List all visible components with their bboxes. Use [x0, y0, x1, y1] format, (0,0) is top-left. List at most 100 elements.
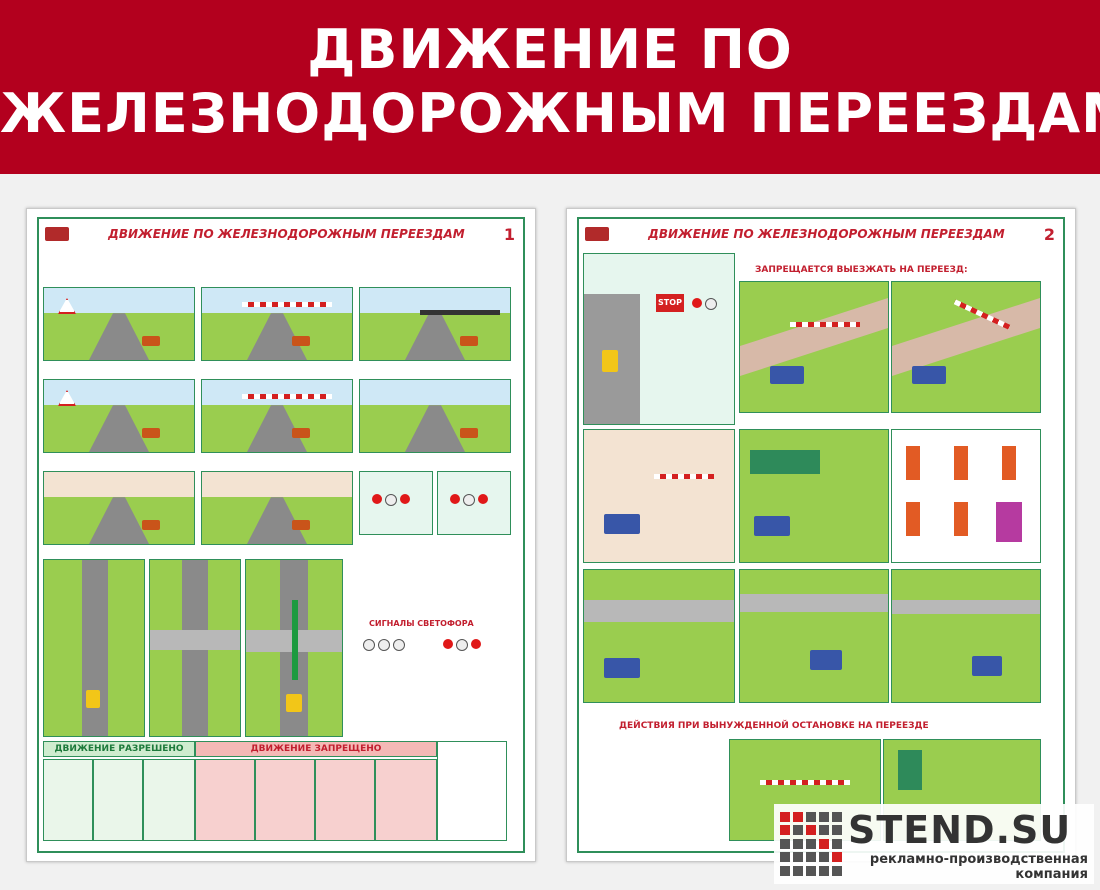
rail-track	[584, 600, 734, 622]
controller-figure-icon	[1002, 446, 1016, 480]
scene-road-4	[43, 379, 195, 453]
forced-stop-heading: ДЕЙСТВИЯ ПРИ ВЫНУЖДЕННОЙ ОСТАНОВКЕ НА ПЕ…	[619, 721, 929, 731]
truck-icon	[585, 227, 609, 241]
traffic-light-icon	[363, 639, 405, 651]
scene-crossing-3	[583, 429, 735, 563]
signals-heading: СИГНАЛЫ СВЕТОФОРА	[369, 619, 474, 628]
warning-sign-icon	[58, 298, 76, 314]
truck-icon	[604, 658, 640, 678]
barrier-icon	[242, 302, 332, 307]
signal-cell	[255, 759, 315, 841]
scene-signal-1	[359, 471, 433, 535]
poster-2-number: 2	[1043, 224, 1055, 244]
scene-crossing-2	[891, 281, 1041, 413]
car-icon	[142, 520, 160, 530]
truck-icon	[770, 366, 804, 384]
poster-2: ДВИЖЕНИЕ ПО ЖЕЛЕЗНОДОРОЖНЫМ ПЕРЕЕЗДАМ 2 …	[566, 208, 1076, 862]
truck-icon	[810, 650, 842, 670]
road-illustration	[89, 313, 149, 360]
poster-2-title: ДВИЖЕНИЕ ПО ЖЕЛЕЗНОДОРОЖНЫМ ПЕРЕЕЗДАМ	[648, 227, 1005, 241]
poster-2-header: ДВИЖЕНИЕ ПО ЖЕЛЕЗНОДОРОЖНЫМ ПЕРЕЕЗДАМ 2	[579, 219, 1063, 249]
poster-1-frame: ДВИЖЕНИЕ ПО ЖЕЛЕЗНОДОРОЖНЫМ ПЕРЕЕЗДАМ 1	[37, 217, 525, 853]
road-illustration	[82, 560, 108, 736]
signal-cell	[43, 759, 93, 841]
signal-cell	[143, 759, 195, 841]
traffic-light-icon	[443, 639, 481, 651]
poster-1: ДВИЖЕНИЕ ПО ЖЕЛЕЗНОДОРОЖНЫМ ПЕРЕЕЗДАМ 1	[26, 208, 536, 862]
car-icon	[292, 520, 310, 530]
train-icon	[750, 450, 820, 474]
poster-2-frame: ДВИЖЕНИЕ ПО ЖЕЛЕЗНОДОРОЖНЫМ ПЕРЕЕЗДАМ 2 …	[577, 217, 1065, 853]
signal-cell	[195, 759, 255, 841]
car-icon	[292, 336, 310, 346]
scene-road-2	[201, 287, 353, 361]
controller-figure-icon	[954, 446, 968, 480]
road-illustration	[89, 405, 149, 452]
warning-sign-icon	[58, 390, 76, 406]
train-icon	[420, 310, 500, 315]
scene-crossing-6	[891, 569, 1041, 703]
arrow-up-icon	[292, 600, 298, 680]
poster-1-number: 1	[503, 224, 515, 244]
rail-track	[740, 594, 888, 612]
scene-road-3	[359, 287, 511, 361]
truck-icon	[912, 366, 946, 384]
barrier-icon	[760, 780, 850, 785]
traffic-light-icon	[372, 494, 410, 506]
scene-road-8	[201, 471, 353, 545]
car-icon	[460, 428, 478, 438]
forbidden-header: ДВИЖЕНИЕ ЗАПРЕЩЕНО	[195, 741, 437, 757]
company-logo: STEND.SU рекламно-производственная компа…	[774, 804, 1094, 884]
crossing-diagram-3	[245, 559, 343, 737]
car-icon	[286, 694, 302, 712]
truck-icon	[972, 656, 1002, 676]
barrier-icon	[242, 394, 332, 399]
road-illustration	[405, 313, 465, 360]
road-illustration	[89, 497, 149, 544]
traffic-light-icon	[450, 494, 488, 506]
barrier-icon	[790, 322, 860, 327]
allowed-header: ДВИЖЕНИЕ РАЗРЕШЕНО	[43, 741, 195, 757]
scene-road-6	[359, 379, 511, 453]
truck-icon	[754, 516, 790, 536]
truck-icon	[604, 514, 640, 534]
forbidden-heading: ЗАПРЕЩАЕТСЯ ВЫЕЗЖАТЬ НА ПЕРЕЕЗД:	[755, 265, 968, 275]
signal-cell	[93, 759, 143, 841]
scene-crossing-4	[583, 569, 735, 703]
scene-crossing-5	[739, 569, 889, 703]
title-banner: ДВИЖЕНИЕ ПО ЖЕЛЕЗНОДОРОЖНЫМ ПЕРЕЕЗДАМ	[0, 0, 1100, 174]
controller-figure-icon	[906, 502, 920, 536]
signal-cell	[315, 759, 375, 841]
car-icon	[602, 350, 618, 372]
scene-road-5	[201, 379, 353, 453]
banner-title-line-2: ЖЕЛЕЗНОДОРОЖНЫМ ПЕРЕЕЗДАМ	[0, 82, 1100, 145]
scene-traffic-controller	[891, 429, 1041, 563]
car-icon	[86, 690, 100, 708]
banner-title-line-1: ДВИЖЕНИЕ ПО	[307, 18, 793, 81]
stop-sign-icon: STOP	[656, 294, 684, 312]
poster-1-header: ДВИЖЕНИЕ ПО ЖЕЛЕЗНОДОРОЖНЫМ ПЕРЕЕЗДАМ 1	[39, 219, 523, 249]
logo-mark-icon	[780, 812, 842, 876]
road-illustration	[405, 405, 465, 452]
scene-road-1	[43, 287, 195, 361]
car-icon	[460, 336, 478, 346]
barrier-icon	[654, 474, 714, 479]
rail-track	[892, 600, 1040, 614]
truck-icon	[45, 227, 69, 241]
crossing-diagram-1	[43, 559, 145, 737]
signal-cell	[375, 759, 437, 841]
car-icon	[142, 336, 160, 346]
logo-name: STEND.SU	[848, 808, 1072, 852]
poster-1-title: ДВИЖЕНИЕ ПО ЖЕЛЕЗНОДОРОЖНЫМ ПЕРЕЕЗДАМ	[108, 227, 465, 241]
logo-tagline: рекламно-производственная компания	[869, 852, 1088, 882]
train-icon	[898, 750, 922, 790]
stop-sign-panel: STOP	[583, 253, 735, 425]
rail-track	[150, 630, 240, 650]
controller-figure-icon	[906, 446, 920, 480]
road-illustration	[740, 297, 888, 377]
car-icon	[292, 428, 310, 438]
controller-figure-icon	[954, 502, 968, 536]
controller-figure-icon	[996, 502, 1022, 542]
scene-crossing-1	[739, 281, 889, 413]
signal-cell	[437, 741, 507, 841]
